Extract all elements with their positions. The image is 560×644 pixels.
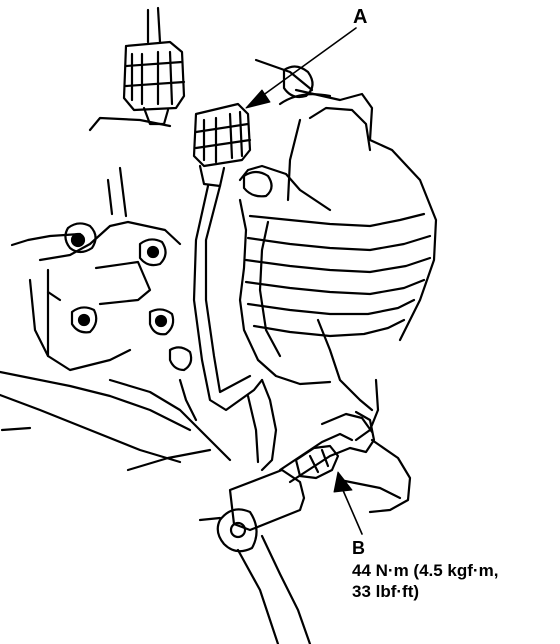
callout-b-leader — [333, 471, 363, 535]
upper-connector — [122, 6, 186, 126]
torque-spec-line2: 33 lbf·ft) — [352, 582, 420, 601]
callout-b-label: B — [352, 538, 365, 558]
lower-bracket — [198, 378, 412, 644]
engine-block — [0, 116, 232, 472]
manifold-heat-shield — [238, 58, 438, 442]
callout-a-leader — [245, 27, 357, 109]
sensor-connector-a — [192, 102, 264, 412]
callout-a-label: A — [353, 6, 368, 28]
torque-spec-line1: 44 N·m (4.5 kgf·m, — [352, 561, 499, 580]
